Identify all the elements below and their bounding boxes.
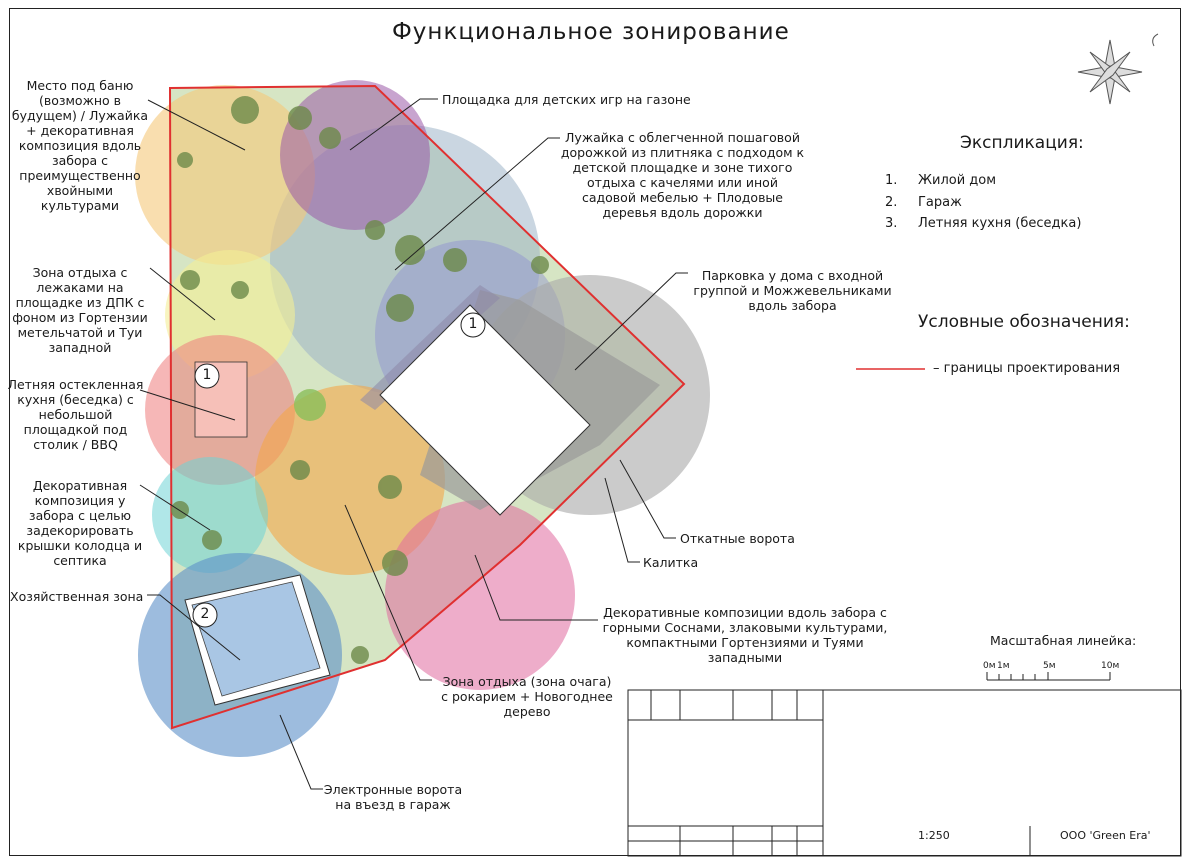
marker-garage-label: 2 bbox=[200, 606, 210, 622]
compass-rose bbox=[1077, 33, 1159, 105]
leader-lines bbox=[139, 98, 925, 790]
drawing-sheet bbox=[9, 8, 1181, 856]
marker-kitchen-label: 1 bbox=[202, 367, 212, 383]
project-boundary bbox=[168, 84, 686, 730]
explication-item-3-text: Летняя кухня (беседка) bbox=[918, 216, 1082, 231]
callout-wicket: Калитка bbox=[643, 555, 699, 570]
explication-item-2-num: 2. bbox=[885, 195, 898, 210]
callout-deck: Зона отдыха с лежаками на площадке из ДП… bbox=[12, 265, 148, 355]
explication-item-2-text: Гараж bbox=[918, 195, 962, 210]
callout-parking: Парковка у дома с входной группой и Можж… bbox=[693, 268, 892, 313]
stamp-scale: 1:250 bbox=[918, 829, 950, 842]
explication-heading: Экспликация: bbox=[960, 133, 1084, 153]
scale-label-5: 5м bbox=[1043, 661, 1056, 671]
scale-bar-heading: Масштабная линейка: bbox=[990, 633, 1137, 648]
callout-bathhouse: Место под баню (возможно в будущем) / Лу… bbox=[11, 78, 149, 213]
zone-bathhouse bbox=[135, 85, 315, 265]
callout-lawn: Лужайка с облегченной пошаговой дорожкой… bbox=[560, 130, 805, 220]
title-block bbox=[627, 689, 1182, 857]
legend-boundary-text: – границы проектирования bbox=[933, 361, 1121, 376]
callout-fire-zone: Зона отдыха (зона очага) с рокарием + Но… bbox=[441, 674, 613, 719]
markers bbox=[192, 312, 486, 628]
marker-garage bbox=[192, 602, 218, 628]
zone-decor-fence bbox=[385, 500, 575, 690]
scale-label-1: 1м bbox=[997, 661, 1010, 671]
callout-kitchen: Летняя остекленная кухня (беседка) с неб… bbox=[7, 377, 144, 452]
marker-house bbox=[460, 312, 486, 338]
plantings bbox=[171, 96, 549, 664]
explication-item-1-num: 1. bbox=[885, 173, 898, 188]
marker-kitchen bbox=[194, 363, 220, 389]
garage-roof bbox=[191, 581, 321, 697]
stamp-company: ООО 'Green Era' bbox=[1060, 829, 1151, 842]
callout-sliding-gate: Откатные ворота bbox=[680, 531, 795, 546]
zone-playground bbox=[280, 80, 430, 230]
scale-bar bbox=[986, 672, 1111, 681]
scale-label-0: 0м bbox=[983, 661, 996, 671]
legend-heading: Условные обозначения: bbox=[918, 312, 1130, 332]
zone-fire bbox=[255, 385, 445, 575]
scale-label-10: 10м bbox=[1101, 661, 1120, 671]
callout-decor-well: Декоративная композиция у забора с целью… bbox=[17, 478, 143, 568]
explication-item-1-text: Жилой дом bbox=[918, 173, 997, 188]
callout-decor-fence: Декоративные композиции вдоль забора с г… bbox=[602, 605, 888, 665]
house-footprint bbox=[379, 304, 591, 516]
page-title: Функциональное зонирование bbox=[392, 19, 790, 45]
callout-utility: Хозяйственная зона bbox=[10, 589, 144, 604]
zone-decor-well bbox=[152, 457, 268, 573]
callout-playground: Площадка для детских игр на газоне bbox=[442, 92, 691, 107]
callout-garage-gate: Электронные ворота на въезд в гараж bbox=[323, 782, 463, 812]
marker-house-label: 1 bbox=[468, 316, 478, 332]
explication-item-3-num: 3. bbox=[885, 216, 898, 231]
